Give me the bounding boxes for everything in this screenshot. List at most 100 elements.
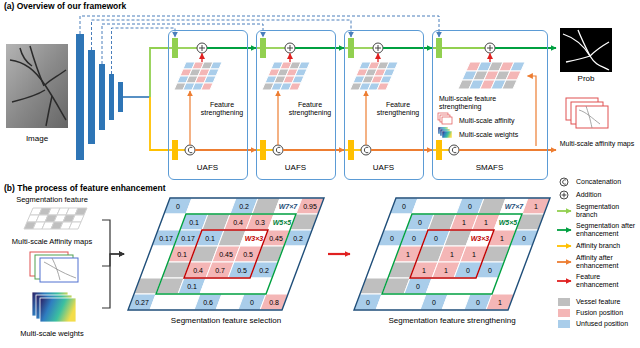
cell-value: 1: [472, 218, 500, 227]
addition-symbol: [378, 45, 379, 51]
window-outline: [382, 214, 522, 294]
legend-label: Vessel feature: [576, 298, 640, 306]
cell-value: 0: [378, 234, 406, 243]
addition-symbol: [202, 45, 203, 51]
cell-value: 1: [438, 250, 466, 259]
uafs-module: Feature strengtheningUAFS: [168, 30, 248, 180]
concatenation-symbol: [188, 147, 192, 153]
node-label: Prob: [556, 74, 616, 83]
cell-value: 0.1: [180, 218, 208, 227]
legend-label: Segmentation after enhancement: [576, 222, 640, 238]
strengthening-grid-cell: [204, 76, 216, 83]
cell-value: 0: [454, 266, 482, 275]
affinity-after-enhancement: [371, 149, 424, 151]
node-label: Multi-scale weights: [2, 330, 102, 339]
grid-cell: [278, 246, 306, 262]
cell-value: 0: [400, 234, 428, 243]
connector: [248, 149, 256, 151]
connector: [248, 47, 256, 49]
cell-value: 1: [410, 266, 438, 275]
window-outline: [128, 198, 324, 310]
legend-label: Fusion position: [576, 309, 640, 317]
cell-value: 0: [354, 298, 382, 307]
window-outline: [156, 214, 296, 294]
legend-label: Unfused position: [576, 320, 640, 328]
addition-symbol: [285, 43, 295, 53]
connector: [102, 254, 124, 266]
cell-value: 1: [522, 202, 550, 211]
cell-value: 0.17: [152, 234, 180, 243]
addition-symbol: [197, 43, 207, 53]
cell-value: 0: [476, 266, 504, 275]
feature-enhancement-arrow: [377, 54, 378, 63]
cell-value: 0.5: [234, 250, 262, 259]
node-label: Segmentation feature: [2, 196, 102, 205]
encoder-block: [109, 74, 114, 120]
encoder-block: [88, 50, 95, 144]
grid-cell: [492, 278, 520, 294]
vessel-stroke: [45, 70, 66, 85]
cell-value: 0.6: [194, 298, 222, 307]
node-label: Feature strengthening: [285, 101, 335, 117]
legend-sample: [556, 190, 572, 200]
node-label: Multi-scale weights: [459, 131, 533, 139]
connector: [548, 47, 556, 49]
affinity-map-icon: [442, 117, 452, 124]
vessel-stroke: [566, 56, 590, 62]
grid-cell: [486, 294, 514, 310]
vessel-stroke: [590, 42, 609, 56]
legend-sample: [556, 206, 572, 216]
grid-cell: [284, 230, 312, 246]
concatenation-symbol: [449, 145, 459, 155]
cell-value: 0.27: [128, 298, 156, 307]
cell-value: 0.3: [246, 218, 274, 227]
addition-symbol: [373, 43, 383, 53]
strengthening-grid-cell: [201, 83, 213, 90]
legend-row: Affinity after enhancement: [556, 254, 640, 270]
window-label: W7×7: [274, 202, 302, 211]
feature-enhancement-arrow: [489, 54, 490, 63]
vessel-stroke: [563, 34, 609, 70]
legend-sample: [556, 177, 572, 187]
cell-value: 0: [406, 218, 434, 227]
legend: ConcatenationAdditionSegmentation branch…: [556, 174, 640, 329]
segmentation-after-enhancement: [207, 47, 248, 49]
weight-map-icon: [442, 131, 452, 138]
cell-value: 0.17: [174, 234, 202, 243]
feature-grid: Segmentation feature selection: [124, 194, 328, 338]
grid-cell: [272, 262, 300, 278]
node-label: Multi-scale affinity maps: [556, 140, 638, 148]
probability-output: Prob: [556, 26, 616, 88]
cell-value: 0.1: [178, 282, 206, 291]
strengthening-grid-cell: [210, 62, 222, 69]
cell-value: 0: [164, 202, 192, 211]
segmentation-after-enhancement: [295, 47, 336, 49]
decoder-link: [123, 96, 150, 98]
affinity-branch: [150, 97, 168, 150]
legend-arrow: [557, 261, 571, 263]
legend-row: Segmentation branch: [556, 203, 640, 219]
angiogram-image: [6, 44, 68, 128]
concatenation-symbol: [560, 178, 568, 186]
legend-row: Unfused position: [556, 320, 640, 328]
legend-row: Feature enhancement: [556, 273, 640, 289]
legend-label: Affinity branch: [576, 242, 640, 250]
segmentation-feature-block: [348, 38, 354, 58]
segmentation-feature-cell: [69, 222, 81, 229]
window-outline: [184, 230, 268, 278]
segmentation-branch: [150, 48, 168, 97]
panel-title: (b) The process of feature enhancement: [4, 183, 166, 194]
concatenation-symbol: [452, 147, 456, 153]
cell-value: 0.45: [262, 234, 290, 243]
affinity-output: Multi-scale affinity maps: [556, 96, 638, 168]
strengthening-grid-cell: [207, 69, 219, 76]
segmentation-feature-block: [260, 38, 266, 58]
strengthening-grid-cell: [292, 76, 304, 83]
strengthening-grid-cell: [377, 83, 389, 90]
window-label: W3×3: [466, 234, 494, 243]
affinity-feature-block: [348, 140, 354, 160]
strengthening-grid-cell: [295, 69, 307, 76]
affinity-feature-block: [172, 140, 178, 160]
segmentation-after-enhancement: [495, 47, 548, 49]
